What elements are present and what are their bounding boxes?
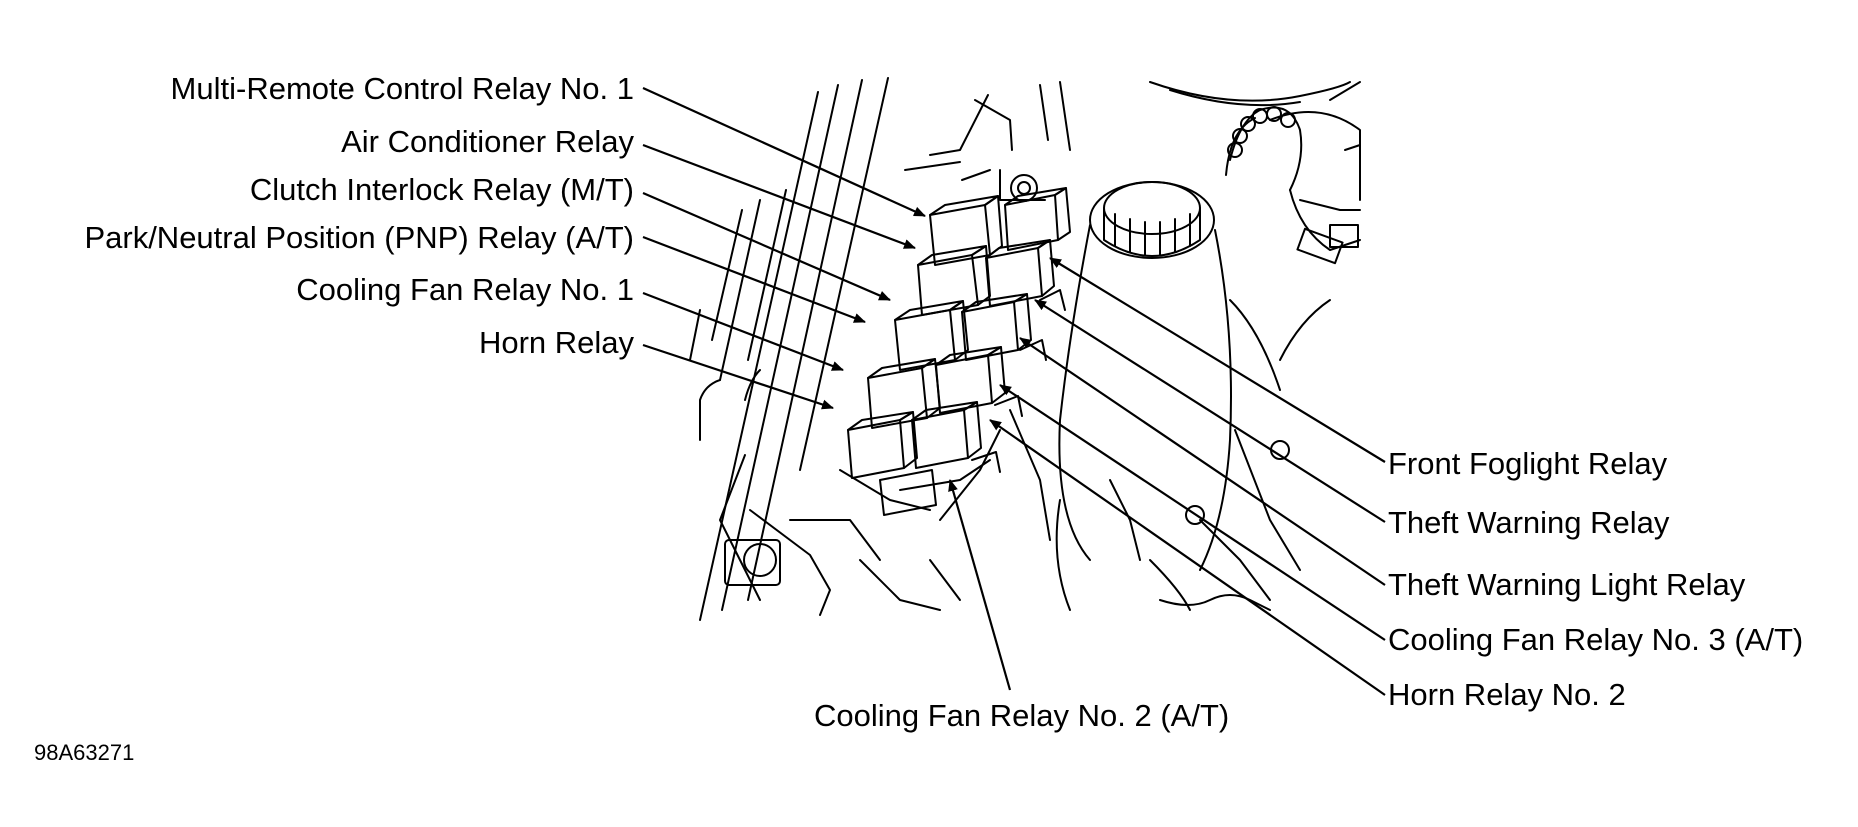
leader-cooling-fan-1 [642,291,844,372]
relay-block-base [699,369,1001,616]
leader-theft-warning [1034,299,1386,523]
engine-body-right [1009,299,1331,611]
figure-code: 98A63271 [34,740,135,765]
label-multi-remote-control-relay-1: Multi-Remote Control Relay No. 1 [170,71,634,106]
relay-cube-9 [911,401,982,469]
relay-cube-3 [894,300,969,371]
label-cooling-fan-relay-2: Cooling Fan Relay No. 2 (A/T) [814,698,1230,733]
label-air-conditioner-relay: Air Conditioner Relay [341,124,634,159]
engine-top-contour [1149,81,1361,201]
leader-horn [642,343,834,410]
label-theft-warning-relay: Theft Warning Relay [1388,505,1670,540]
label-pnp-relay: Park/Neutral Position (PNP) Relay (A/T) [84,220,634,255]
label-horn-relay-2: Horn Relay No. 2 [1388,677,1626,712]
leader-air-conditioner [642,143,916,250]
leader-pnp [642,235,866,324]
label-theft-warning-light-relay: Theft Warning Light Relay [1388,567,1746,602]
leader-clutch-interlock [642,191,891,302]
leader-cooling-fan-3 [999,384,1386,641]
relay-cube-10 [847,411,918,479]
leader-cooling-fan-2 [948,479,1012,691]
relay-cube-8 [935,346,1006,414]
label-horn-relay: Horn Relay [478,325,634,360]
label-clutch-interlock-relay: Clutch Interlock Relay (M/T) [249,172,634,207]
leader-multi-remote [642,86,926,218]
label-cooling-fan-relay-1: Cooling Fan Relay No. 1 [296,272,634,307]
wiring-harness [1225,106,1361,265]
fender-lines [689,77,1071,621]
relay-cube-11 [879,469,937,516]
label-front-foglight-relay: Front Foglight Relay [1388,446,1668,481]
reservoir-cap [1058,181,1232,571]
label-cooling-fan-relay-3: Cooling Fan Relay No. 3 (A/T) [1388,622,1804,657]
leader-horn-2 [989,419,1386,696]
leader-theft-warning-light [1019,337,1386,586]
leader-front-foglight [1049,257,1386,463]
